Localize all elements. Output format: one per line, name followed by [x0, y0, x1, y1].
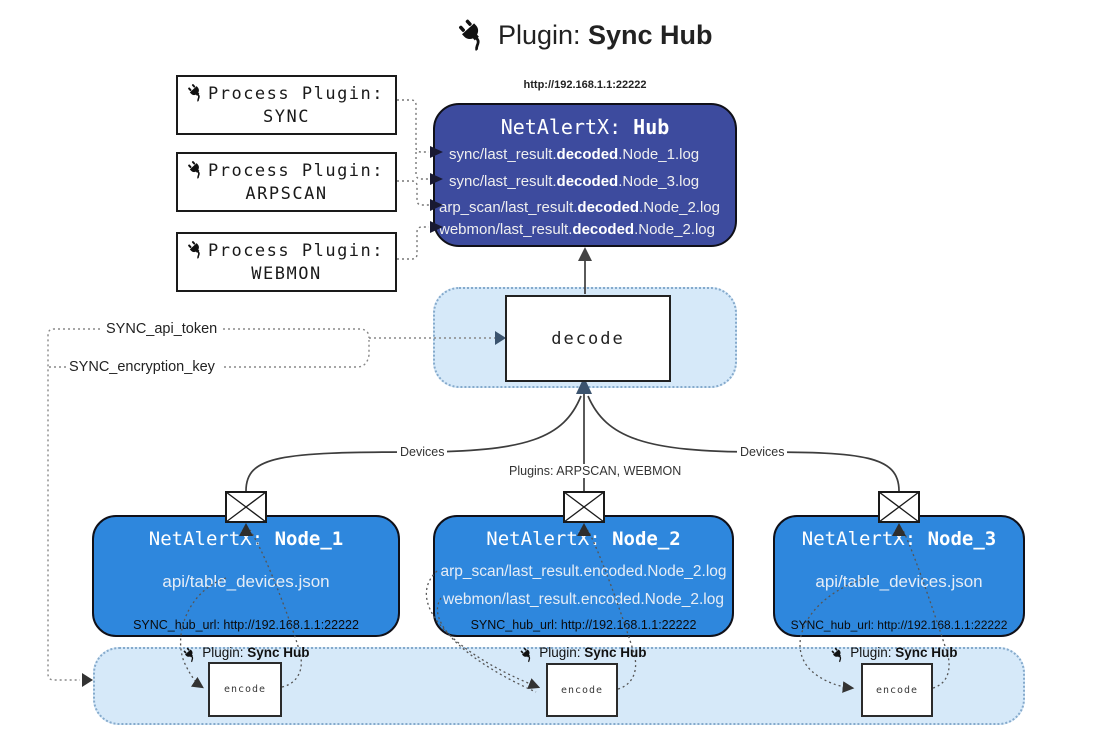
connector-arpscan-to-hub [397, 180, 429, 206]
process-plugin-name: WEBMON [251, 264, 322, 284]
node2-title: NetAlertX: Node_2 [486, 528, 681, 550]
encode-box: encode [861, 663, 933, 717]
edge-label-plugins: Plugins: ARPSCAN, WEBMON [506, 464, 685, 478]
page-title-name: Sync Hub [588, 20, 713, 50]
hub-title-prefix: NetAlertX: [500, 115, 634, 139]
plug-icon [452, 13, 499, 61]
encoder-plugin-label: Plugin: Sync Hub [489, 645, 679, 664]
hub-log-line: sync/last_result.decoded.Node_1.log [449, 146, 700, 163]
encoder-plugin-label: Plugin: Sync Hub [800, 645, 990, 664]
node2-box: NetAlertX: Node_2 arp_scan/last_result.e… [433, 515, 734, 637]
node3-box: NetAlertX: Node_3 api/table_devices.json… [773, 515, 1025, 637]
encode-label: encode [875, 684, 919, 696]
edge-label-devices-left: Devices [397, 445, 448, 459]
sync-api-token-label: SYNC_api_token [103, 321, 221, 337]
hub-box: NetAlertX: Hub sync/last_result.decoded.… [433, 103, 737, 247]
sync-encryption-key-label: SYNC_encryption_key [66, 359, 218, 375]
process-plugin-sync: Process Plugin: SYNC [176, 75, 397, 135]
plug-icon [518, 644, 540, 666]
encode-label: encode [223, 684, 267, 695]
node2-file: webmon/last_result.encoded.Node_2.log [443, 591, 724, 608]
encode-label: encode [560, 684, 604, 696]
node3-title: NetAlertX: Node_3 [801, 528, 997, 550]
node3-file: api/table_devices.json [815, 572, 983, 591]
encode-box: encode [546, 663, 618, 717]
hub-title-name: Hub [633, 115, 670, 139]
hub-log-line: sync/last_result.decoded.Node_3.log [449, 173, 700, 190]
process-plugin-webmon: Process Plugin: WEBMON [176, 232, 397, 292]
hub-url-label: http://192.168.1.1:22222 [523, 79, 647, 91]
node2-hub-url: SYNC_hub_url: http://192.168.1.1:22222 [470, 618, 697, 632]
plug-icon [181, 644, 203, 666]
encode-panel-input-arrow [82, 673, 93, 687]
node2-file: arp_scan/last_result.encoded.Node_2.log [440, 563, 727, 580]
node1-hub-url: SYNC_hub_url: http://192.168.1.1:22222 [133, 618, 359, 632]
hub-title: NetAlertX: Hub [435, 115, 735, 139]
node3-hub-url: SYNC_hub_url: http://192.168.1.1:22222 [790, 618, 1008, 632]
node1-box: NetAlertX: Node_1 api/table_devices.json… [92, 515, 400, 637]
process-plugin-label: Process Plugin: [207, 161, 385, 181]
encode-box: encode [208, 662, 282, 717]
process-plugin-name: SYNC [263, 107, 310, 127]
node1-file: api/table_devices.json [162, 572, 330, 591]
process-plugin-name: ARPSCAN [245, 184, 328, 204]
decode-label: decode [551, 328, 625, 349]
page-title-prefix: Plugin: [497, 20, 589, 50]
node1-title: NetAlertX: Node_1 [148, 528, 344, 550]
decode-box: decode [505, 295, 671, 382]
process-plugin-arpscan: Process Plugin: ARPSCAN [176, 152, 397, 212]
process-plugin-label: Process Plugin: [207, 241, 385, 261]
hub-log-line: arp_scan/last_result.decoded.Node_2.log [439, 199, 720, 216]
page-title: Plugin: Sync Hub [28, 18, 1117, 55]
plug-icon [829, 644, 851, 666]
connector-sync-to-hub [397, 99, 429, 180]
hub-log-line: webmon/last_result.decoded.Node_2.log [439, 221, 715, 238]
process-plugin-label: Process Plugin: [207, 84, 385, 104]
edge-label-devices-right: Devices [737, 445, 788, 459]
connector-webmon-to-hub [397, 226, 429, 260]
